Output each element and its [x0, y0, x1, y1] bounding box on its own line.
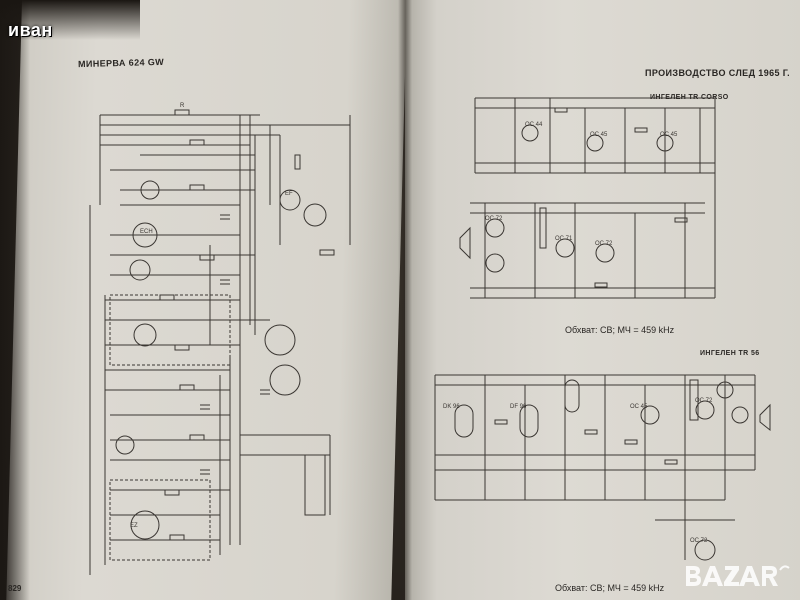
svg-text:OC 71: OC 71: [555, 236, 573, 242]
top-left-shadow: [0, 0, 140, 40]
schematic-1-caption: Обхват: СВ; МЧ = 459 kHz: [565, 325, 675, 335]
svg-text:OC 45: OC 45: [660, 132, 678, 138]
uploader-username: иван: [8, 20, 53, 40]
svg-text:OC 45: OC 45: [590, 132, 608, 138]
svg-text:OC 72: OC 72: [485, 216, 503, 222]
schematic-1-title: ИНГЕЛЕН TR CORSO: [650, 94, 729, 101]
left-page-number: 829: [8, 584, 22, 593]
svg-text:DK 96: DK 96: [443, 404, 460, 410]
svg-text:OC 44: OC 44: [525, 122, 543, 128]
right-page-header: ПРОИЗВОДСТВО СЛЕД 1965 Г.: [645, 68, 791, 78]
schematic-2-caption: Обхват: СВ; МЧ = 459 kHz: [555, 583, 665, 593]
ingelen-tr-corso-schematic: OC 44 OC 45 OC 45 OC 72 OC 71 OC 72: [459, 97, 716, 299]
minerva-schematic: R EF ECH EZ: [89, 103, 351, 575]
bazar-logo-icon: [686, 565, 790, 586]
svg-text:R: R: [180, 103, 185, 109]
svg-text:EF: EF: [285, 191, 293, 197]
svg-text:OC 72: OC 72: [595, 241, 613, 247]
ingelen-tr-56-schematic: DK 96 DF 96 OC 45 OC 72 OC 72: [434, 374, 771, 561]
schematic-2-title: ИНГЕЛЕН TR 56: [700, 350, 760, 357]
svg-text:OC 72: OC 72: [690, 538, 708, 544]
svg-text:ECH: ECH: [140, 229, 153, 235]
svg-text:OC 72: OC 72: [695, 398, 713, 404]
svg-text:EZ: EZ: [130, 523, 138, 529]
svg-text:DF 96: DF 96: [510, 404, 527, 410]
left-edge-shadow: [0, 0, 30, 600]
svg-text:OC 45: OC 45: [630, 404, 648, 410]
book-gutter: [398, 0, 412, 600]
